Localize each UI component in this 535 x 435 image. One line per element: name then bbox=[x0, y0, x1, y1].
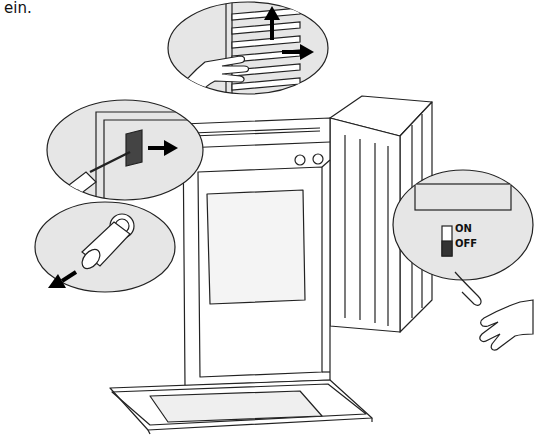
switch-label: OFF bbox=[455, 238, 477, 249]
caption-fragment: ein. bbox=[4, 0, 32, 17]
move-arrow bbox=[264, 6, 314, 60]
screwdriver-detail bbox=[20, 112, 210, 215]
knob-detail bbox=[79, 214, 134, 272]
move-arrow bbox=[48, 272, 76, 288]
move-arrow bbox=[148, 140, 178, 156]
hand bbox=[455, 272, 533, 350]
switch-detail bbox=[415, 184, 511, 256]
switch-label: ON bbox=[455, 223, 472, 234]
detail-circle bbox=[393, 170, 533, 280]
louvre-detail bbox=[175, 0, 300, 100]
detail-circle bbox=[35, 202, 175, 292]
